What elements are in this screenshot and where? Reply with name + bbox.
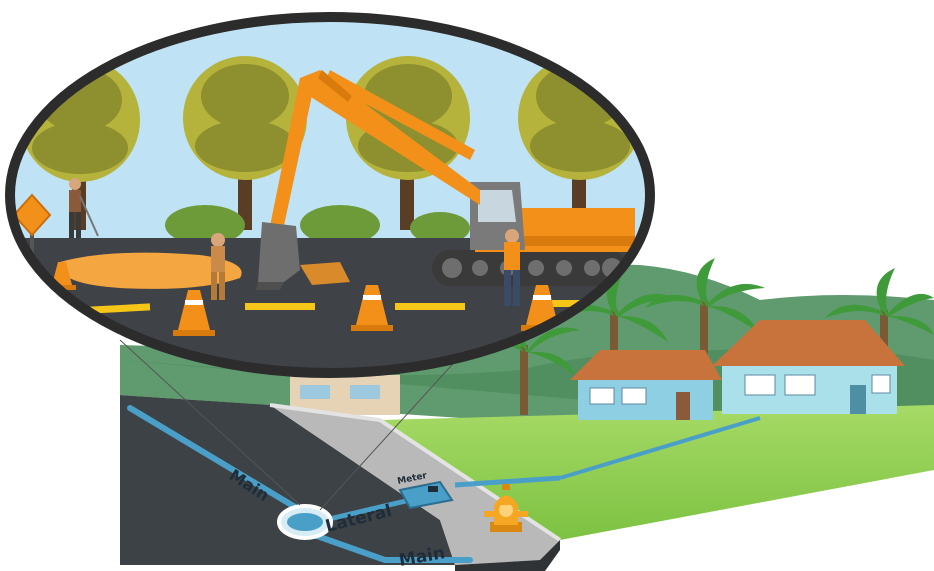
house-icon	[570, 350, 722, 420]
pipe-junction-icon	[279, 506, 331, 538]
